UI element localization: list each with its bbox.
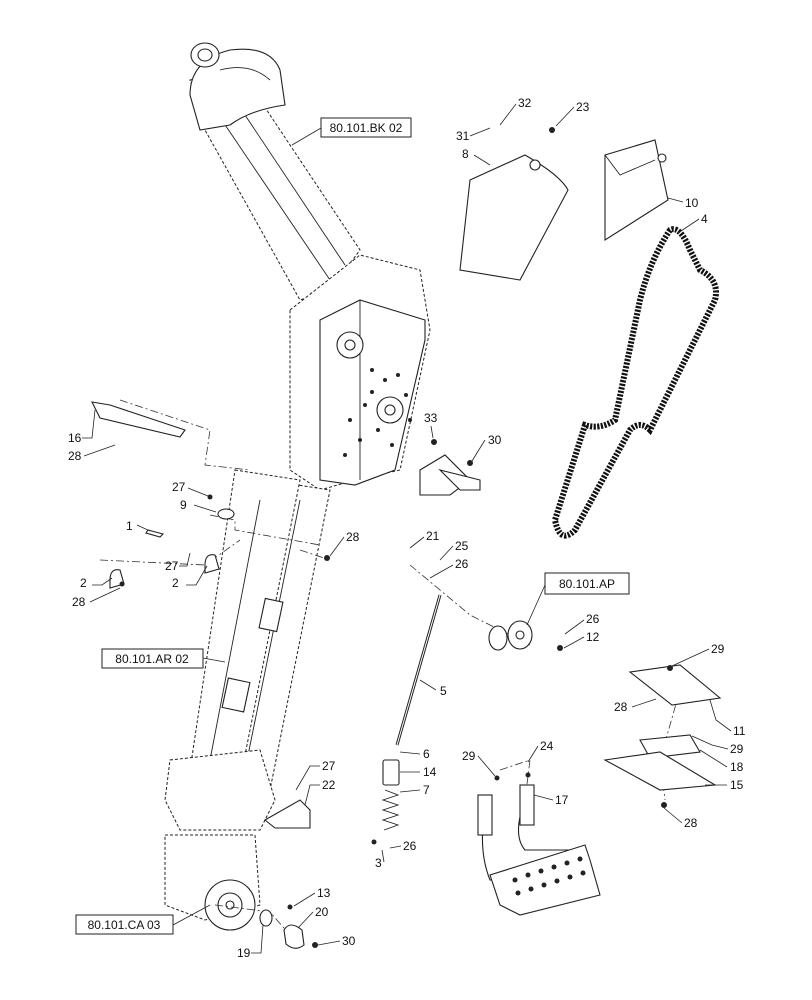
idler-sprocket-assembly [488,620,533,651]
callout-8: 8 [462,147,469,161]
plate-15 [603,751,717,791]
ref-label-ap: 80.101.AP [559,577,615,591]
step-17 [477,784,601,916]
callout-6: 6 [423,747,430,761]
callout-28-plate: 28 [614,700,628,714]
ref-box-ca03[interactable]: 80.101.CA 03 [75,914,174,935]
callout-28-bottom-right: 28 [684,816,698,830]
plate-11 [628,664,722,706]
elevator-tube-upper [189,42,361,301]
spring-9 [217,508,235,520]
bracket-33 [419,454,481,496]
elevator-tube-lower [189,469,331,791]
callout-33: 33 [424,411,438,425]
callout-29-top: 29 [711,642,725,656]
callout-28-left-top: 28 [68,449,82,463]
callout-12: 12 [586,630,600,644]
guard-16 [91,401,186,438]
callout-26-bottom: 26 [403,839,417,853]
callout-30-hub: 30 [342,934,356,948]
ref-label-ca03: 80.101.CA 03 [88,918,161,932]
callout-20: 20 [315,905,329,919]
callout-17: 17 [555,793,569,807]
ref-label-bk02: 80.101.BK 02 [330,121,403,135]
callout-3: 3 [375,856,382,870]
shield-10 [604,139,669,242]
callout-28-center: 28 [346,530,360,544]
callout-5: 5 [440,684,447,698]
ref-label-ar02: 80.101.AR 02 [115,652,189,666]
phantom-line-2 [99,539,241,566]
pin-1 [145,529,165,538]
tension-rod-5 [381,594,442,831]
drive-chain-4 [551,226,719,539]
callout-18: 18 [730,760,744,774]
callout-7: 7 [423,783,430,797]
hub-19-20 [259,909,305,949]
callout-28-left: 28 [72,595,86,609]
callout-1: 1 [126,519,133,533]
callout-29-plate: 29 [730,742,744,756]
callout-19: 19 [237,946,251,960]
callout-21: 21 [426,529,440,543]
ref-box-ap[interactable]: 80.101.AP [544,572,630,595]
elevator-base-housing [164,749,276,931]
callout-13: 13 [317,886,331,900]
callout-31: 31 [456,129,470,143]
callout-27-mid: 27 [165,559,179,573]
callout-30-bracket: 30 [488,433,502,447]
phantom-line-16 [119,399,251,471]
ref-box-bk02[interactable]: 80.101.BK 02 [320,117,412,138]
callout-29-step: 29 [462,749,476,763]
bracket-22 [264,799,311,829]
bracket-2-right [204,554,220,574]
leader-lines [82,103,732,954]
shield-8 [459,154,569,281]
callout-27-top: 27 [172,480,186,494]
callout-labels: 1 2 2 3 4 5 6 7 8 9 10 11 12 13 14 15 16… [68,96,746,960]
callout-26-right: 26 [586,612,600,626]
callout-9: 9 [180,498,187,512]
callout-32: 32 [518,96,532,110]
elevator-gearbox-housing [289,254,431,491]
callout-24: 24 [540,739,554,753]
callout-2-right: 2 [172,576,179,590]
hardware-dots [119,127,673,948]
callout-10: 10 [685,196,699,210]
callout-15: 15 [730,778,744,792]
callout-4: 4 [701,212,708,226]
phantom-line-28r [299,549,331,561]
callout-16: 16 [68,431,82,445]
callout-27-bottom: 27 [322,759,336,773]
callout-22: 22 [322,778,336,792]
callout-26-top: 26 [455,557,469,571]
callout-23: 23 [576,100,590,114]
ref-box-ar02[interactable]: 80.101.AR 02 [101,648,204,669]
callout-2-left: 2 [80,576,87,590]
callout-25: 25 [455,539,469,553]
callout-11: 11 [733,724,746,738]
callout-14: 14 [423,765,437,779]
